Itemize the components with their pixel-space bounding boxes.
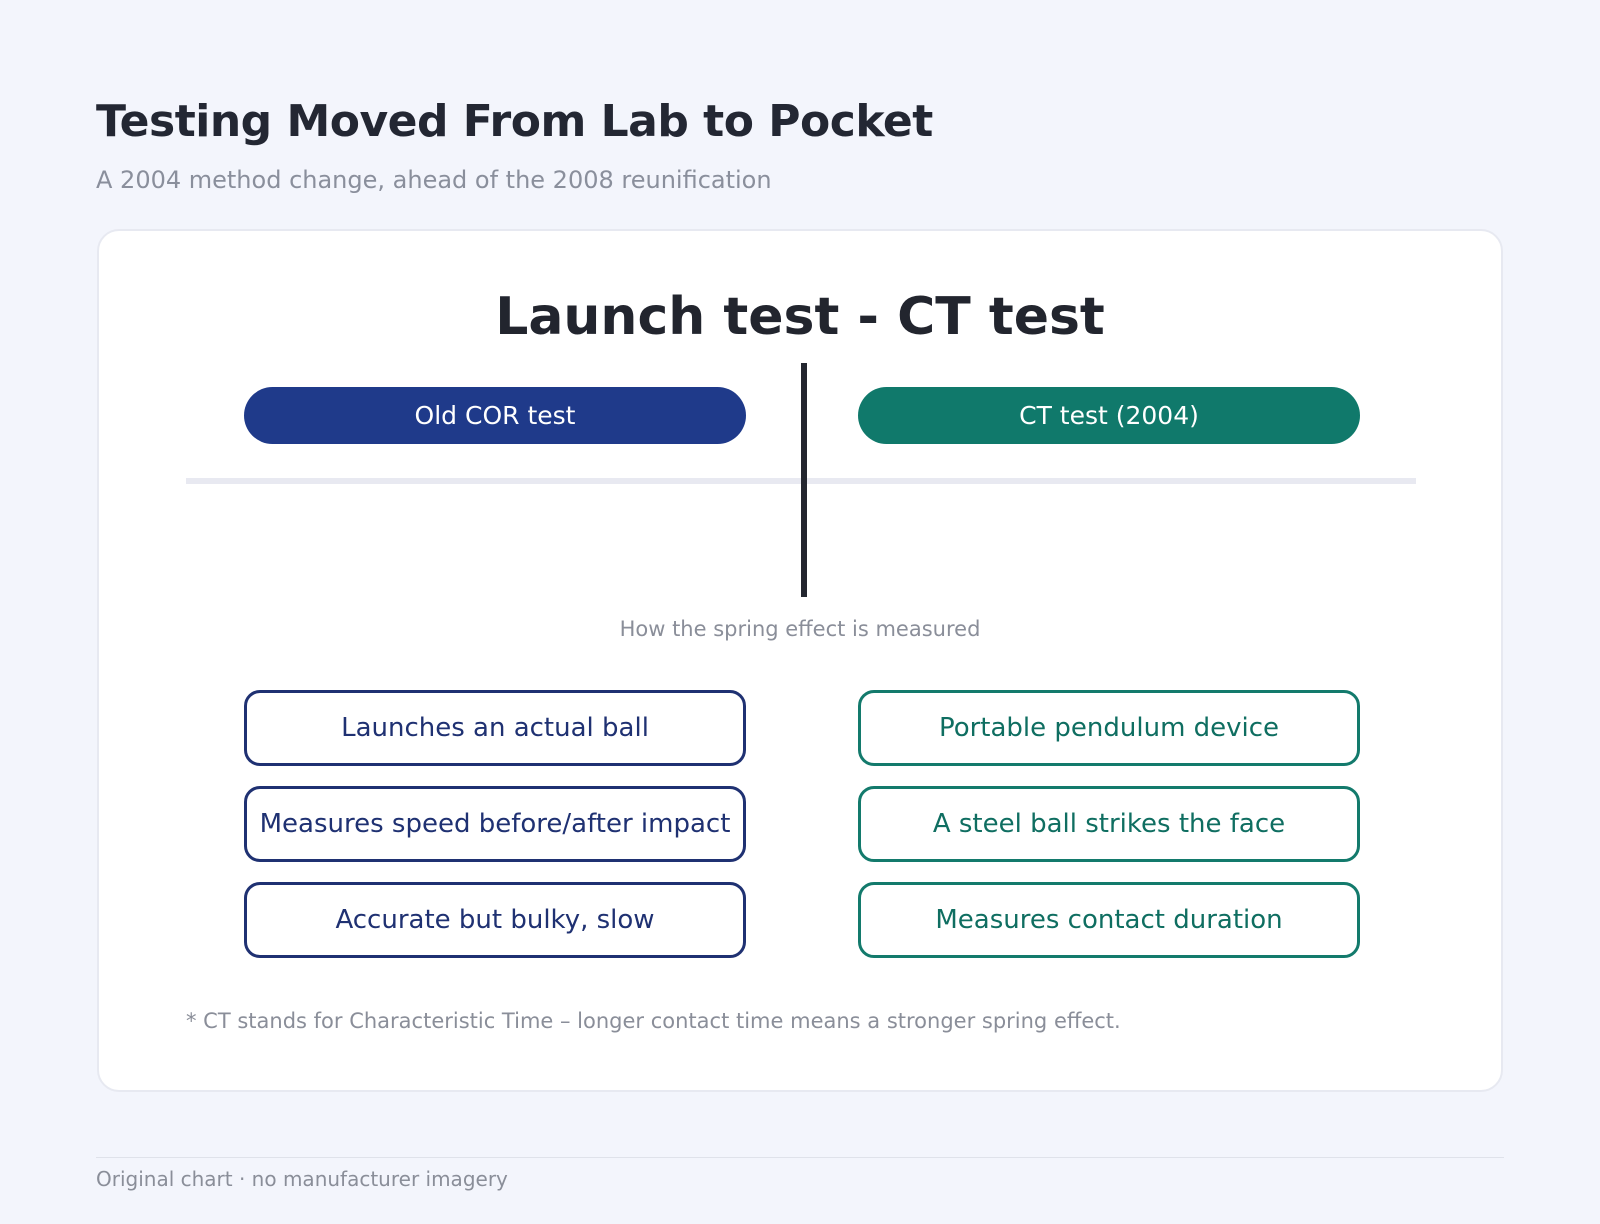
ct-test-point: Measures contact duration: [858, 882, 1360, 958]
old-cor-test-label: Old COR test: [244, 387, 746, 444]
ct-test-point: A steel ball strikes the face: [858, 786, 1360, 862]
old-test-point: Launches an actual ball: [244, 690, 746, 766]
page-subtitle: A 2004 method change, ahead of the 2008 …: [96, 166, 772, 194]
comparison-card: Launch test - CT test Old COR test CT te…: [97, 229, 1503, 1092]
ct-test-point: Portable pendulum device: [858, 690, 1360, 766]
old-test-point: Accurate but bulky, slow: [244, 882, 746, 958]
footer-note: Original chart · no manufacturer imagery: [96, 1167, 508, 1191]
page-title: Testing Moved From Lab to Pocket: [96, 96, 933, 147]
footer-divider: [96, 1157, 1504, 1158]
diagram-title: Launch test - CT test: [495, 287, 1105, 347]
footnote: * CT stands for Characteristic Time – lo…: [186, 1009, 1121, 1033]
axis-caption: How the spring effect is measured: [619, 617, 981, 641]
center-divider: [801, 363, 807, 597]
ct-test-label: CT test (2004): [858, 387, 1360, 444]
old-test-point: Measures speed before/after impact: [244, 786, 746, 862]
